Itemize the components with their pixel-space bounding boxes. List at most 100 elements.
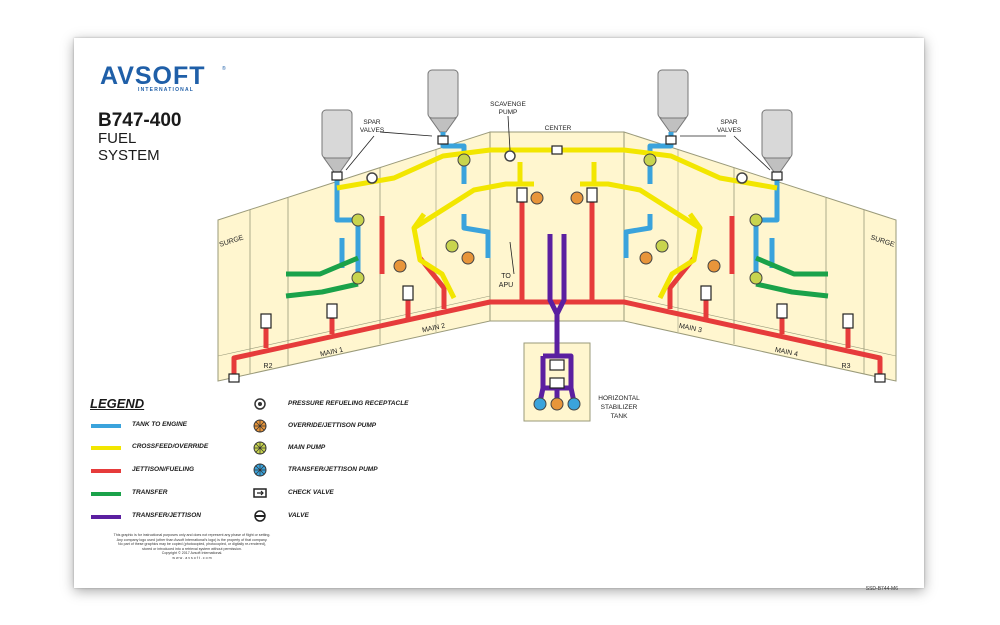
- transfer-pump-icon: [253, 463, 267, 477]
- logo-subtitle: INTERNATIONAL: [138, 87, 195, 93]
- check-valve-icon: [253, 488, 267, 498]
- valve-icon: [437, 135, 449, 145]
- engine-1: [321, 109, 353, 173]
- legend-line-jettison: [91, 469, 121, 473]
- main-pump-icon: [351, 271, 365, 285]
- disclaimer-line: Any company logo used (other than Avsoft…: [116, 537, 268, 542]
- disclaimer-line: w w w . a v s o f t . c o m: [172, 555, 212, 560]
- right-wing-tank: [623, 131, 897, 382]
- valve-icon: [874, 373, 886, 383]
- spar-valves-left-line2: VALVES: [360, 127, 385, 134]
- main-pump-icon: [749, 271, 763, 285]
- main-1-label: MAIN 1: [320, 347, 344, 359]
- valves: [228, 135, 886, 389]
- aircraft-model-title: B747-400: [98, 110, 182, 131]
- legend-label-main-pump: MAIN PUMP: [288, 444, 326, 451]
- check-valve-icon: [326, 303, 338, 319]
- valve-icon: [665, 135, 677, 145]
- override-pump-icon: [530, 191, 544, 205]
- valve-icon: [228, 373, 240, 383]
- override-pump-icon: [393, 259, 407, 273]
- system-title: FUEL SYSTEM: [98, 130, 160, 164]
- avsoft-logo: AVSOFT ® INTERNATIONAL: [100, 62, 226, 94]
- main-pump-icon: [351, 213, 365, 227]
- document-id: SSD-B744-M6: [865, 586, 898, 592]
- main-pump-icon: [253, 441, 267, 455]
- engine-3: [657, 69, 689, 133]
- pumps: [351, 150, 763, 411]
- check-valve-icon: [549, 377, 565, 389]
- system-title-line1: FUEL: [98, 130, 137, 147]
- check-valve-icon: [700, 285, 712, 301]
- check-valve-icon: [516, 187, 528, 203]
- disclaimer-line: stored or introduced into a retrieval sy…: [142, 546, 242, 551]
- legend-label-jettison: JETTISON/FUELING: [132, 466, 195, 473]
- main-pump-icon: [749, 213, 763, 227]
- legend-label-crossfeed: CROSSFEED/OVERRIDE: [132, 443, 209, 450]
- legend-title: LEGEND: [90, 396, 145, 411]
- spar-valves-left-line1: SPAR: [363, 119, 381, 126]
- diagram-labels: SPAR VALVES SPAR VALVES SCAVENGE PUMP CE…: [219, 101, 896, 420]
- valve-icon: [254, 510, 266, 522]
- scavenge-pump-label-line1: SCAVENGE: [490, 101, 526, 108]
- system-title-line2: SYSTEM: [98, 147, 160, 164]
- main-pump-icon: [445, 239, 459, 253]
- main-pump-icon: [457, 153, 471, 167]
- override-pump-icon: [639, 251, 653, 265]
- main-3-label: MAIN 3: [678, 323, 702, 335]
- callout-lines: [345, 115, 771, 275]
- legend-label-tank-to-engine: TANK TO ENGINE: [132, 421, 188, 428]
- legend-label-override-pump: OVERRIDE/JETTISON PUMP: [288, 422, 377, 429]
- disclaimer: This graphic is for instructional purpos…: [92, 533, 292, 561]
- legend-line-transfer-jettison: [91, 515, 121, 519]
- refuel-receptacle-icon: [254, 398, 266, 410]
- to-apu-label-line2: APU: [499, 282, 513, 289]
- poster-sheet: AVSOFT ® INTERNATIONAL B747-400 FUEL SYS…: [74, 38, 924, 592]
- engine-2: [427, 69, 459, 133]
- to-apu-label-line1: TO: [501, 273, 511, 280]
- refuel-receptacle-icon: [736, 172, 748, 184]
- hstab-label-line3: TANK: [611, 413, 629, 420]
- legend-label-check-valve: CHECK VALVE: [288, 489, 334, 496]
- legend-label-transfer: TRANSFER: [132, 489, 168, 496]
- engines: [321, 69, 793, 173]
- hstab-label-line1: HORIZONTAL: [598, 395, 640, 402]
- fuel-system-diagram: SPAR VALVES SPAR VALVES SCAVENGE PUMP CE…: [217, 69, 897, 422]
- check-valve-icon: [586, 187, 598, 203]
- override-pump-icon: [707, 259, 721, 273]
- legend-label-refuel-receptacle: PRESSURE REFUELING RECEPTACLE: [288, 400, 409, 407]
- override-pump-icon: [461, 251, 475, 265]
- main-pump-icon: [655, 239, 669, 253]
- transfer-pump-icon: [533, 397, 547, 411]
- override-pump-icon: [570, 191, 584, 205]
- refuel-receptacle-icon: [366, 172, 378, 184]
- check-valve-icon: [842, 313, 854, 329]
- legend-line-tank-to-engine: [91, 424, 121, 428]
- override-pump-icon: [550, 397, 564, 411]
- legend-label-transfer-pump: TRANSFER/JETTISON PUMP: [288, 466, 378, 473]
- legend-line-transfer: [91, 492, 121, 496]
- logo-text: AVSOFT: [100, 62, 206, 90]
- left-wing-tank: [217, 131, 491, 382]
- reserve-2-label: R2: [264, 363, 273, 370]
- main-2-label: MAIN 2: [422, 323, 446, 335]
- check-valve-icon: [776, 303, 788, 319]
- hstab-label-line2: STABILIZER: [601, 404, 638, 411]
- disclaimer-line: No part of these graphics may be copied …: [117, 542, 267, 547]
- transfer-pump-icon: [567, 397, 581, 411]
- logo-trademark: ®: [222, 66, 226, 72]
- scavenge-pump-label-line2: PUMP: [499, 109, 518, 116]
- valve-icon: [771, 171, 783, 181]
- override-pump-icon: [253, 419, 267, 433]
- spar-valves-right-line1: SPAR: [720, 119, 738, 126]
- check-valve-icon: [402, 285, 414, 301]
- legend-line-crossfeed: [91, 446, 121, 450]
- legend-label-transfer-jettison: TRANSFER/JETTISON: [132, 512, 201, 519]
- main-pump-icon: [643, 153, 657, 167]
- main-4-label: MAIN 4: [774, 347, 798, 359]
- center-tank-label: CENTER: [545, 125, 572, 132]
- legend-label-valve: VALVE: [288, 512, 309, 519]
- engine-4: [761, 109, 793, 173]
- valve-icon: [331, 171, 343, 181]
- spar-valves-right-line2: VALVES: [717, 127, 742, 134]
